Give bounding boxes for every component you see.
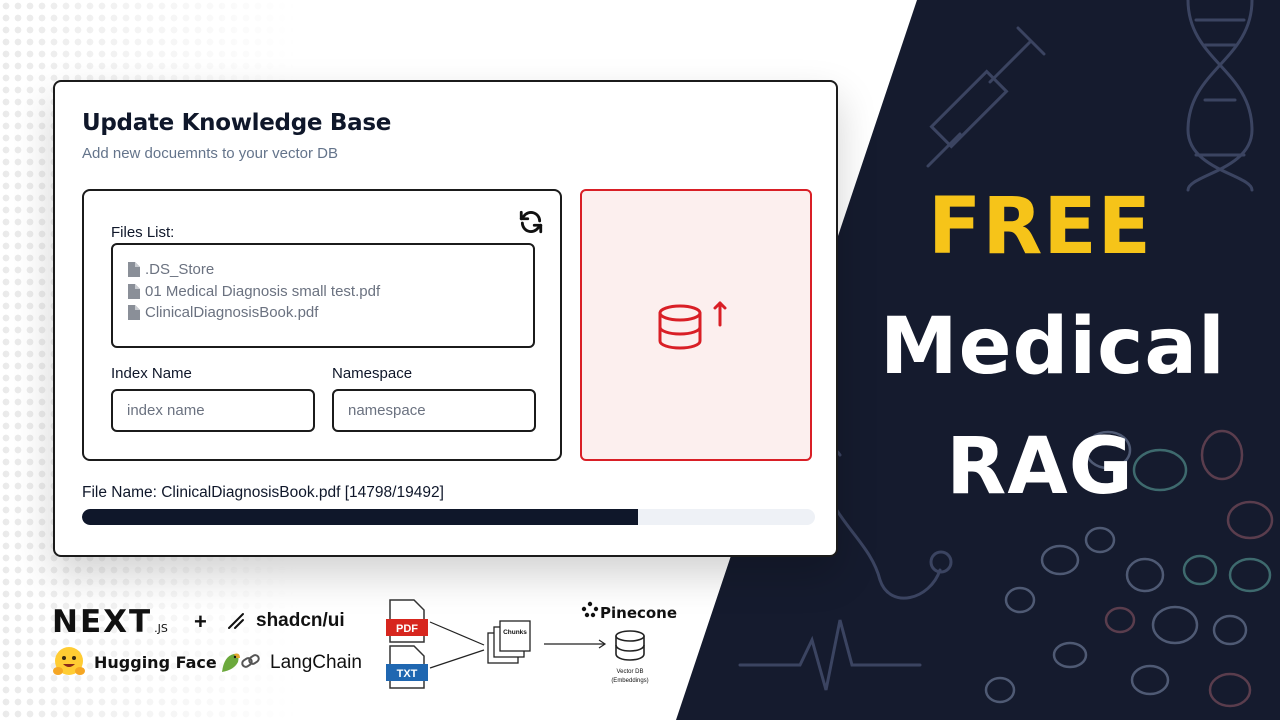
files-list-label: Files List: xyxy=(111,224,175,241)
upload-status-text: File Name: ClinicalDiagnosisBook.pdf [14… xyxy=(82,484,444,501)
file-icon xyxy=(128,305,140,321)
upload-dropzone[interactable] xyxy=(580,189,812,461)
card-title: Update Knowledge Base xyxy=(82,110,392,136)
txt-document-icon xyxy=(386,645,428,689)
pdf-document-icon xyxy=(386,599,428,643)
chunks-label: Chunks xyxy=(503,629,527,636)
database-upload-icon xyxy=(658,301,727,350)
hero-rag: RAG xyxy=(946,422,1134,512)
upload-progress-fill xyxy=(82,509,639,525)
pinecone-icon xyxy=(581,601,599,618)
chunks-icon xyxy=(487,620,531,664)
shadcn-logo: shadcn/ui xyxy=(226,610,345,632)
refresh-button[interactable] xyxy=(517,208,545,236)
card-subtitle: Add new docuemnts to your vector DB xyxy=(82,145,338,162)
nextjs-suffix: .JS xyxy=(154,622,168,635)
nextjs-logo: NEXT.JS xyxy=(52,604,168,640)
file-item[interactable]: 01 Medical Diagnosis small test.pdf xyxy=(127,281,533,303)
hugging-face-icon xyxy=(53,647,85,675)
embeddings-label: (Embeddings) xyxy=(611,678,648,684)
hugging-face-logo: Hugging Face xyxy=(52,645,217,679)
txt-label: TXT xyxy=(397,668,418,680)
shadcn-label: shadcn/ui xyxy=(256,610,345,631)
file-item[interactable]: .DS_Store xyxy=(127,259,533,281)
pinecone-label: Pinecone xyxy=(600,604,677,622)
file-icon xyxy=(128,262,140,278)
update-knowledge-base-card: Update Knowledge Base Add new docuemnts … xyxy=(53,80,838,557)
file-name: ClinicalDiagnosisBook.pdf xyxy=(145,304,319,322)
files-list: .DS_Store 01 Medical Diagnosis small tes… xyxy=(111,243,535,348)
shadcn-icon xyxy=(228,613,244,629)
plus-sign: + xyxy=(194,609,207,634)
index-name-label: Index Name xyxy=(111,365,192,382)
langchain-label: LangChain xyxy=(270,652,362,673)
namespace-input[interactable] xyxy=(332,389,536,432)
nextjs-wordmark: NEXT xyxy=(52,604,153,640)
refresh-icon xyxy=(519,210,543,234)
file-item[interactable]: ClinicalDiagnosisBook.pdf xyxy=(127,302,533,324)
vector-db-label: Vector DB xyxy=(616,669,643,675)
vector-db-icon xyxy=(615,630,645,661)
file-icon xyxy=(128,283,140,299)
pdf-label: PDF xyxy=(396,623,418,635)
files-panel: Files List: .DS_Store 01 Medical Diagnos… xyxy=(82,189,562,461)
hero-medical: Medical xyxy=(880,302,1226,392)
parrot-chain-icon xyxy=(222,653,260,672)
langchain-logo: LangChain xyxy=(218,650,362,676)
hugging-face-label: Hugging Face xyxy=(94,652,217,672)
hero-free: FREE xyxy=(928,182,1152,272)
index-name-input[interactable] xyxy=(111,389,315,432)
file-name: 01 Medical Diagnosis small test.pdf xyxy=(145,282,381,300)
upload-progress-bar xyxy=(82,509,815,525)
namespace-label: Namespace xyxy=(332,365,413,382)
file-name: .DS_Store xyxy=(145,261,215,279)
